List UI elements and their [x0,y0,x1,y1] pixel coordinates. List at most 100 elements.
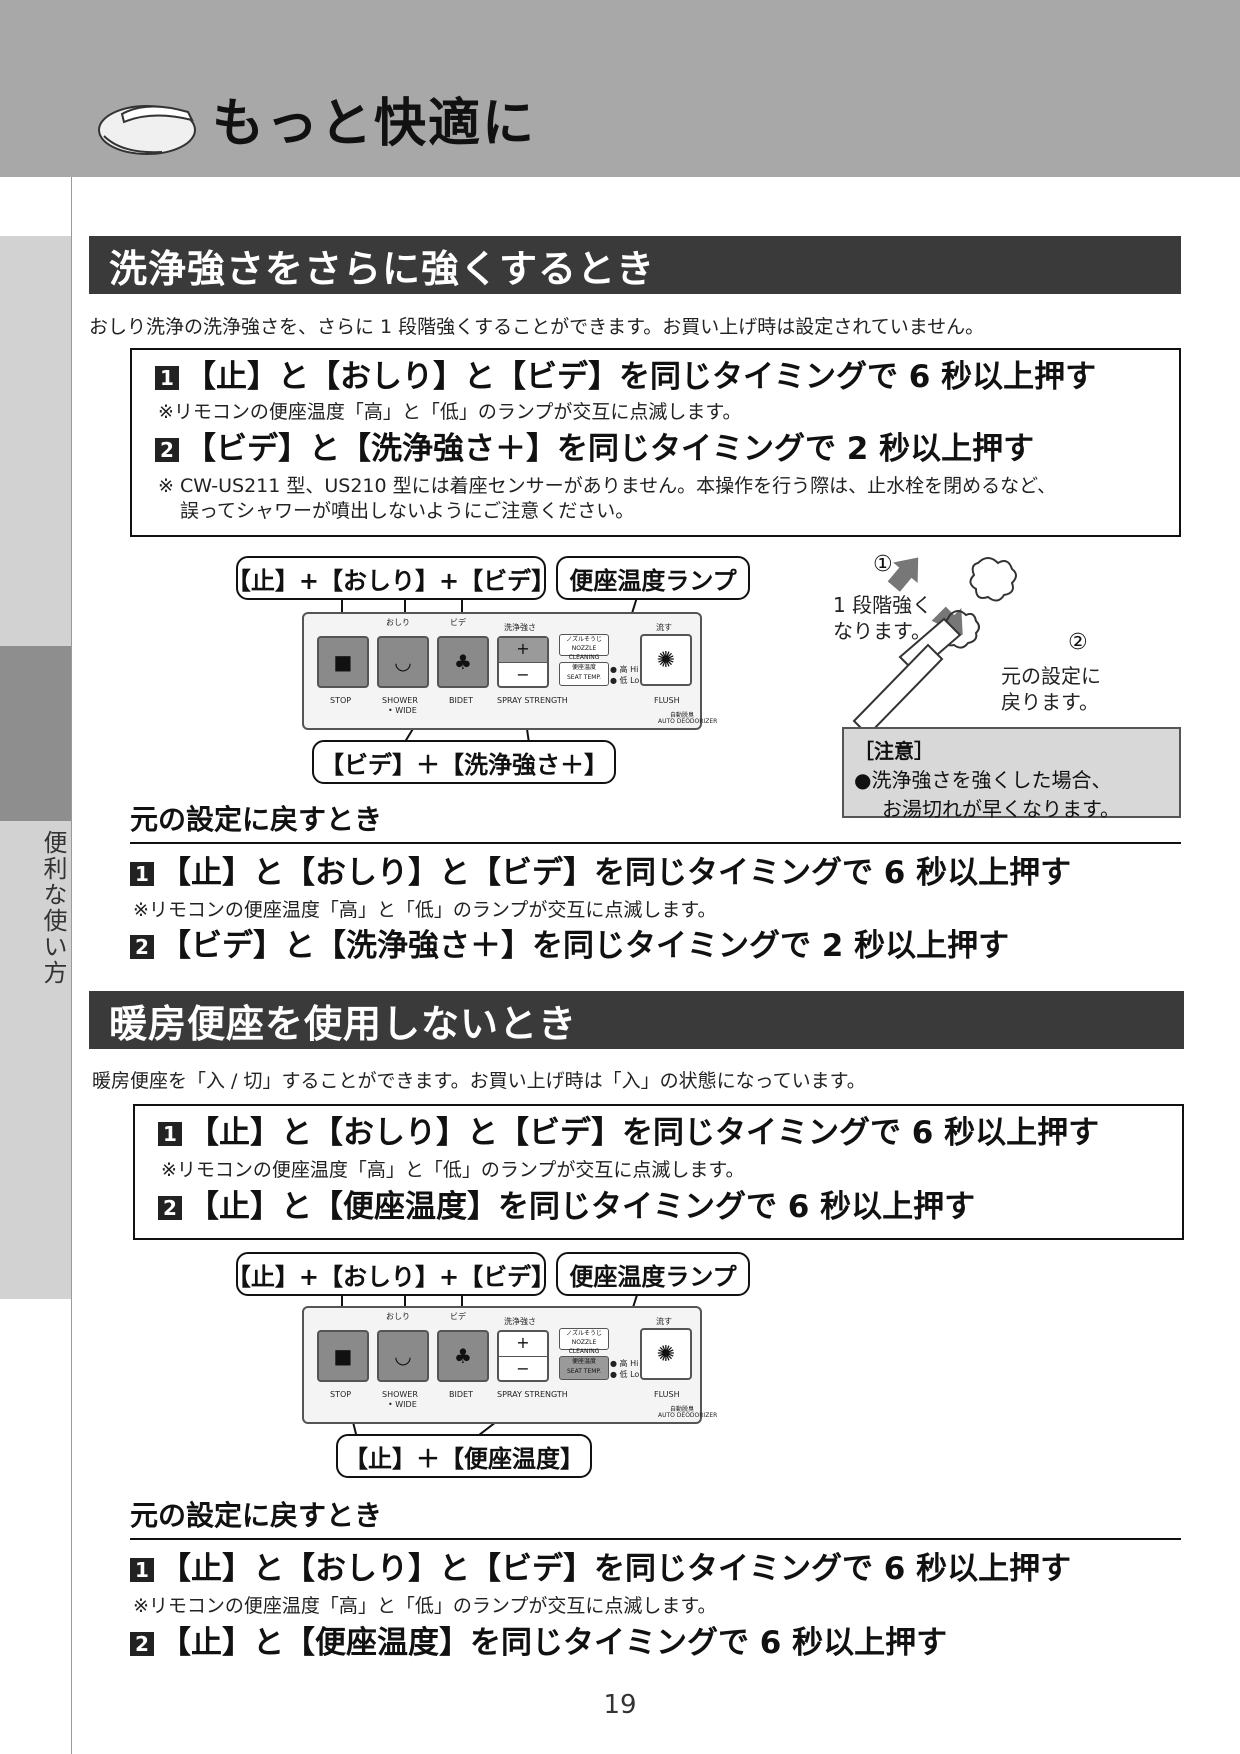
callout-lamp: 便座温度ランプ [556,1252,750,1296]
spray-down-text: 元の設定に [1001,664,1101,688]
flush-swirl-icon: ✺ [656,1341,676,1367]
seat-label-jp: 便座温度 [571,664,596,671]
seat-label-en: SEAT TEMP. [566,674,602,681]
stop-icon: ■ [333,650,353,674]
lamp-lo: ● 低 Lo [610,1370,640,1379]
remote-auto-en: AUTO DEODORIZER [658,1412,718,1419]
nozzle-label-en: NOZZLE CLEANING [568,645,600,661]
step-text: 【止】と【便座温度】を同じタイミングで 6 秒以上押す [160,1625,948,1661]
step-number: 2 [155,437,179,462]
nozzle-label-jp: ノズルそうじ [565,1330,602,1337]
divider [130,842,1181,844]
spray-up-text: なります。 [833,619,931,643]
reset-step-1: 1 【止】と【おしり】と【ビデ】を同じタイミングで 6 秒以上押す [130,858,1071,889]
remote-bidet-label: BIDET [449,1390,473,1399]
caution-box: ［注意］ ●洗浄強さを強くした場合、 お湯切れが早くなります。 [842,727,1181,821]
shower-button: ◡ [377,1330,429,1382]
side-label: 便利な使い方 [39,830,67,986]
lamp-hi: ● 高 Hi [610,1359,639,1368]
remote-spray-label: SPRAY STRENGTH [497,696,568,705]
reset-step-1: 1 【止】と【おしり】と【ビデ】を同じタイミングで 6 秒以上押す [130,1554,1071,1585]
shower-icon: ◡ [394,650,412,674]
remote-flush-top: 流す [656,623,672,632]
caution-text: お湯切れが早くなります。 [882,797,1120,821]
step-number: 1 [158,1121,182,1146]
step-number: 2 [158,1195,182,1220]
nozzle-button: ノズルそうじ NOZZLE CLEANING [559,634,609,661]
reset-step-2: 2 【止】と【便座温度】を同じタイミングで 6 秒以上押す [130,1628,947,1659]
flush-swirl-icon: ✺ [656,647,676,673]
spray-down-text: 戻ります。 [1001,690,1099,714]
step-text: 【ビデ】と【洗浄強さ＋】を同じタイミングで 2 秒以上押す [160,928,1010,964]
instruction-box [130,348,1181,537]
spray-minus: − [516,665,530,684]
remote-bidet-top: ビデ [450,618,466,627]
step-number: 2 [130,1631,154,1656]
stop-button: ■ [317,636,369,688]
seat-label-jp: 便座温度 [571,1358,596,1365]
shower-icon: ◡ [394,1344,412,1368]
stop-button: ■ [317,1330,369,1382]
remote-oshiri-top: おしり [386,618,410,627]
lamp-lo: ● 低 Lo [610,676,640,685]
bidet-icon: ♣ [454,1344,472,1368]
step-number: 1 [130,861,154,886]
spray-plus: + [499,1332,547,1357]
bidet-button: ♣ [437,1330,489,1382]
side-tab-active [0,646,71,821]
lamp-hi: ● 高 Hi [610,665,639,674]
step-note: ※ CW-US211 型、US210 型には着座センサーがありません。本操作を行… [158,475,1057,497]
nozzle-label-jp: ノズルそうじ [565,636,602,643]
reset-step-2: 2 【ビデ】と【洗浄強さ＋】を同じタイミングで 2 秒以上押す [130,931,1009,962]
section-intro: おしり洗浄の洗浄強さを、さらに 1 段階強くすることができます。お買い上げ時は設… [89,316,985,338]
remote-auto-jp: 自動脱臭 [670,712,695,719]
bidet-icon: ♣ [454,650,472,674]
step-number: 1 [155,365,179,390]
caution-title: ［注意］ [854,739,934,763]
flush-button: ✺ [640,1328,692,1380]
remote-bidet-label: BIDET [449,696,473,705]
callout-buttons: 【止】+【おしり】+【ビデ】 [227,556,555,600]
remote-control: おしり ビデ 洗浄強さ 流す ■ ◡ ♣ + − ノズルそうじ NOZZLE C… [302,612,717,730]
step-1: 1 【止】と【おしり】と【ビデ】を同じタイミングで 6 秒以上押す [158,1118,1099,1149]
spray-up-text: 1 段階強く [833,593,933,617]
seat-temp-button: 便座温度 SEAT TEMP. [559,1356,609,1380]
remote-spray-label: SPRAY STRENGTH [497,1390,568,1399]
side-tab-upper [0,236,71,646]
spray-up-number: ① [873,552,893,577]
callout-combo: 【ビデ】＋【洗浄強さ＋】 [312,740,616,784]
seat-temp-button: 便座温度 SEAT TEMP. [559,662,609,686]
step-text: 【止】と【おしり】と【ビデ】を同じタイミングで 6 秒以上押す [160,1551,1072,1587]
step-note: 誤ってシャワーが噴出しないようにご注意ください。 [180,500,635,522]
bidet-button: ♣ [437,636,489,688]
remote-oshiri-top: おしり [386,1312,410,1321]
section-intro: 暖房便座を「入 / 切」することができます。お買い上げ時は「入」の状態になってい… [92,1070,866,1092]
step-note: ※リモコンの便座温度「高」と「低」のランプが交互に点滅します。 [158,401,742,423]
nozzle-button: ノズルそうじ NOZZLE CLEANING [559,1328,609,1355]
seat-label-en: SEAT TEMP. [566,1368,602,1375]
spray-down-number: ② [1068,630,1088,655]
spray-strength-button: + − [497,636,549,688]
spray-minus: − [516,1359,530,1378]
step-text: 【止】と【便座温度】を同じタイミングで 6 秒以上押す [188,1189,976,1225]
step-1: 1 【止】と【おしり】と【ビデ】を同じタイミングで 6 秒以上押す [155,362,1096,393]
step-note: ※リモコンの便座温度「高」と「低」のランプが交互に点滅します。 [133,1595,717,1617]
caution-text: ●洗浄強さを強くした場合、 [854,768,1112,792]
section-title: 洗浄強さをさらに強くするとき [89,236,1181,294]
reset-heading: 元の設定に戻すとき [130,1499,383,1532]
spray-strength-button: + − [497,1330,549,1382]
left-rule [71,177,72,1754]
remote-wide-label: • WIDE [388,706,417,715]
step-text: 【止】と【おしり】と【ビデ】を同じタイミングで 6 秒以上押す [160,855,1072,891]
remote-spray-top: 洗浄強さ [504,1317,536,1326]
callout-lamp: 便座温度ランプ [556,556,750,600]
shower-button: ◡ [377,636,429,688]
instruction-box [133,1104,1184,1240]
page-title: もっと快適に [212,94,537,154]
remote-flush-label: FLUSH [654,1390,680,1399]
spray-burst-upper [969,557,1017,602]
remote-stop-label: STOP [330,696,352,705]
remote-spray-top: 洗浄強さ [504,623,536,632]
step-note: ※リモコンの便座温度「高」と「低」のランプが交互に点滅します。 [161,1159,745,1181]
stop-icon: ■ [333,1344,353,1368]
